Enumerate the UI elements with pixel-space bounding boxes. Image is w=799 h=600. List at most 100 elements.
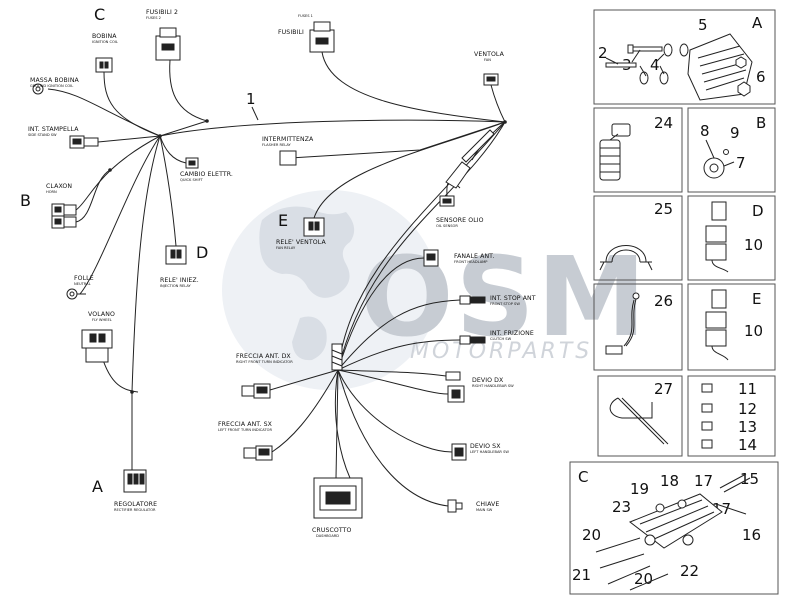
regulator-icon (687, 33, 753, 101)
fuse-icon (155, 27, 181, 61)
label-folle: FOLLE (74, 275, 94, 282)
sub-folle: NEUTRAL (74, 282, 91, 286)
harness-wires (47, 51, 507, 507)
label-freccia-ant-dx: FRECCIA ANT. DX (236, 353, 291, 360)
harness-ref: 1 (246, 90, 256, 108)
sub-rele-ventola: FAN RELAY (276, 246, 296, 250)
bolt-icon (595, 473, 751, 591)
nut-icon (735, 56, 751, 97)
harness-junction (331, 343, 343, 371)
letter-a-bottom: A (92, 477, 103, 496)
diagram-labels: C B A E D 1 BOBINA IGNITION COIL FUSIBIL… (20, 5, 536, 538)
label-intermittenza: INTERMITTENZA (262, 136, 314, 143)
connector-icon (123, 469, 147, 493)
connector-icon (447, 499, 463, 513)
sub-int-stampella: SIDE STAND SW (28, 133, 57, 137)
panel-e: E 10 (687, 283, 776, 371)
panel-b-letter: B (756, 114, 766, 132)
sub-chiave: MAIN SW (476, 508, 493, 512)
panel-c-ref-16: 16 (742, 526, 761, 544)
sub-volano: FLY WHEEL (92, 318, 112, 322)
panel-26-ref: 26 (654, 292, 673, 310)
relay-icon (705, 201, 729, 273)
ignition-coil-icon (599, 123, 631, 181)
label-int-stop-ant: INT. STOP ANT (490, 295, 536, 302)
panel-25-ref: 25 (654, 200, 673, 218)
watermark-sub: MOTORPARTS (410, 339, 592, 364)
label-chiave: CHIAVE (476, 501, 499, 508)
label-devio-dx: DEVIO DX (472, 377, 504, 384)
connector-icon (69, 135, 99, 149)
panel-e-letter: E (752, 290, 761, 308)
label-fanale-ant: FANALE ANT. (454, 253, 494, 260)
sub-cruscotto: DASHBOARD (316, 534, 339, 538)
label-cambio-elettr: CAMBIO ELETTR. (180, 171, 233, 178)
panel-a-letter: A (752, 14, 763, 32)
panel-d: D 10 (687, 195, 776, 281)
sub-fanale-ant: FRONT HEADLAMP (454, 260, 488, 264)
ground-terminal-icon (32, 83, 44, 95)
relay-icon (303, 217, 325, 237)
panel-fuses-ref-13: 13 (738, 418, 757, 436)
connector-icon (445, 371, 465, 403)
label-claxon: CLAXON (46, 183, 72, 190)
panel-fuses-ref-11: 11 (738, 380, 757, 398)
panel-b-ref-7: 7 (736, 154, 746, 172)
sub-sensore-olio: OIL SENSOR (436, 224, 458, 228)
sub-massa-bobina: GROUND IGNITION COIL (30, 84, 73, 88)
sub-bobina: IGNITION COIL (92, 40, 118, 44)
handlebar-bracket-icon (628, 493, 723, 549)
clip-icon (599, 245, 653, 271)
panel-c: C 17 15 18 19 23 17 16 20 21 20 22 (569, 461, 779, 595)
sub-int-stop-ant: FRONT STOP SW (490, 302, 520, 306)
connector-icon (241, 383, 271, 399)
label-int-stampella: INT. STAMPELLA (28, 126, 79, 133)
relay-icon (279, 150, 297, 166)
ground-terminal-icon (66, 288, 86, 300)
panel-24: 24 (593, 107, 683, 193)
sub-intermittenza: FLASHER RELAY (262, 143, 292, 147)
label-rele-ventola: RELE' VENTOLA (276, 239, 326, 246)
connector-icon (451, 443, 467, 461)
panel-d-letter: D (752, 202, 764, 220)
panel-a-ref-2: 2 (598, 44, 608, 62)
connector-icon (51, 203, 77, 229)
label-bobina: BOBINA (92, 33, 117, 40)
sub-ventola: FAN (484, 58, 491, 62)
panel-c-ref-23: 23 (612, 498, 631, 516)
sub-devio-sx: LEFT HANDLEBAR SW (470, 450, 509, 454)
panel-c-ref-22: 22 (680, 562, 699, 580)
sub-claxon: HORN (46, 190, 57, 194)
connector-icon (459, 295, 486, 305)
relay-icon (705, 289, 729, 361)
letter-c-top: C (94, 5, 105, 24)
label-rele-iniez: RELE' INIEZ. (160, 277, 199, 284)
washer-icon (639, 43, 689, 85)
panel-c-ref-19: 19 (630, 480, 649, 498)
panel-fuses-ref-12: 12 (738, 400, 757, 418)
panel-a-ref-6: 6 (756, 68, 766, 86)
panel-c-letter: C (578, 468, 588, 486)
panel-a-ref-5: 5 (698, 16, 708, 34)
panel-25: 25 (593, 195, 683, 281)
label-sensore-olio: SENSORE OLIO (436, 217, 484, 224)
panel-c-ref-20a: 20 (582, 526, 601, 544)
panel-b-ref-8: 8 (700, 122, 710, 140)
connector-icon (95, 57, 113, 73)
connector-icon (81, 329, 113, 363)
panel-a-ref-4: 4 (650, 56, 660, 74)
connector-icon (243, 445, 273, 461)
panel-b-ref-9: 9 (730, 124, 740, 142)
panel-27-ref: 27 (654, 380, 673, 398)
relay-icon (165, 245, 187, 265)
panel-d-ref-10: 10 (744, 236, 763, 254)
retaining-spring-icon (609, 397, 669, 445)
watermark-main: OSM (360, 233, 648, 361)
sub-freccia-ant-sx: LEFT FRONT TURN INDICATOR (218, 428, 272, 432)
label-cruscotto: CRUSCOTTO (312, 527, 352, 534)
horn-icon (703, 139, 735, 179)
sub-regolatore: RECTIFIER REGULATOR (114, 508, 156, 512)
panel-27: 27 (597, 375, 683, 457)
panel-c-ref-18: 18 (660, 472, 679, 490)
fuse-icon (701, 383, 713, 449)
